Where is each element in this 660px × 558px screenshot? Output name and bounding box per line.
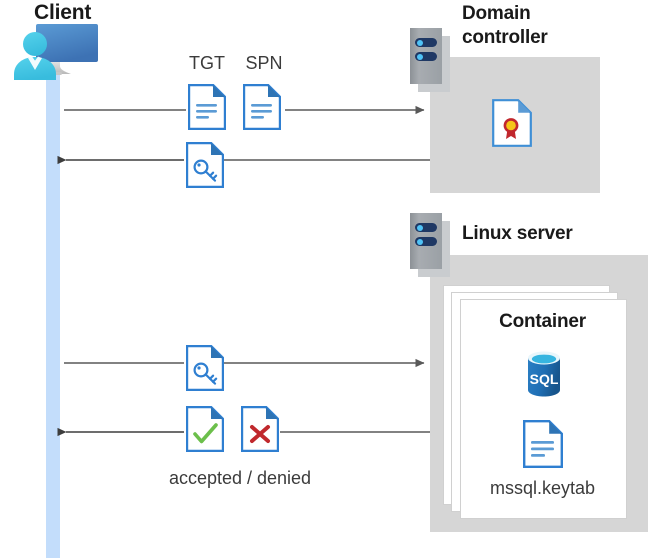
accepted-document-icon: [185, 405, 225, 453]
key-document-icon-request: [185, 344, 225, 392]
sql-badge-text: SQL: [530, 371, 559, 387]
rack-led-bottom: [415, 52, 437, 61]
domain-controller-title: Domain controller: [462, 2, 622, 50]
linux-server-title: Linux server: [462, 223, 573, 244]
container-title: Container: [499, 311, 586, 332]
server-rack-icon: [410, 213, 442, 269]
linux-server-rack: [410, 213, 458, 281]
container-card-front: [460, 299, 627, 519]
server-rack-icon: [410, 28, 442, 84]
document-lines-icon-tgt: [187, 83, 227, 131]
rack-led-top: [415, 38, 437, 47]
spn-label: SPN: [245, 53, 283, 73]
domain-controller-title-line2: controller: [462, 27, 548, 48]
document-lines-icon-keytab: [523, 420, 563, 468]
denied-document-icon: [240, 405, 280, 453]
tgt-label: TGT: [189, 53, 225, 73]
user-monitor-icon: [8, 22, 100, 84]
accepted-denied-label: accepted / denied: [168, 468, 312, 488]
rack-led-bottom: [415, 237, 437, 246]
certificate-document-icon: [492, 99, 532, 147]
rack-led-top: [415, 223, 437, 232]
client-lifeline: [46, 62, 60, 558]
domain-controller-title-line1: Domain: [462, 3, 531, 24]
domain-controller-rack: [410, 28, 458, 96]
sql-database-icon: SQL: [523, 349, 565, 399]
keytab-label: mssql.keytab: [489, 478, 596, 498]
document-lines-icon-spn: [242, 83, 282, 131]
client-title: Client: [34, 1, 92, 24]
key-document-icon-ticket: [185, 141, 225, 189]
